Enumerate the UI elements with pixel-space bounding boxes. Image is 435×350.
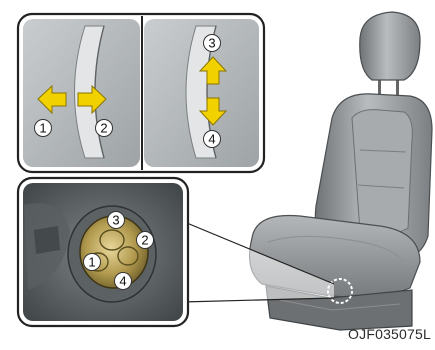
inset-badge-1: 1 [84, 254, 101, 271]
figure-code: OJF035075L [348, 326, 431, 342]
inset-badge-4: 4 [115, 273, 132, 290]
label-2-text: 2 [100, 121, 107, 136]
label-badge-3: 3 [204, 35, 221, 52]
label-badge-1: 1 [35, 120, 52, 137]
inset-label-2: 2 [141, 233, 148, 248]
label-1-text: 1 [39, 121, 46, 136]
inset-badge-3: 3 [108, 212, 125, 229]
label-3-text: 3 [208, 36, 215, 51]
label-badge-4: 4 [204, 131, 221, 148]
label-4-text: 4 [208, 132, 215, 147]
panel-up-down [144, 19, 259, 167]
inset-badge-2: 2 [137, 232, 154, 249]
inset-label-1: 1 [88, 255, 95, 270]
label-badge-2: 2 [96, 120, 113, 137]
inset-label-4: 4 [119, 274, 126, 289]
switch-inset [18, 178, 188, 326]
inset-label-3: 3 [112, 213, 119, 228]
